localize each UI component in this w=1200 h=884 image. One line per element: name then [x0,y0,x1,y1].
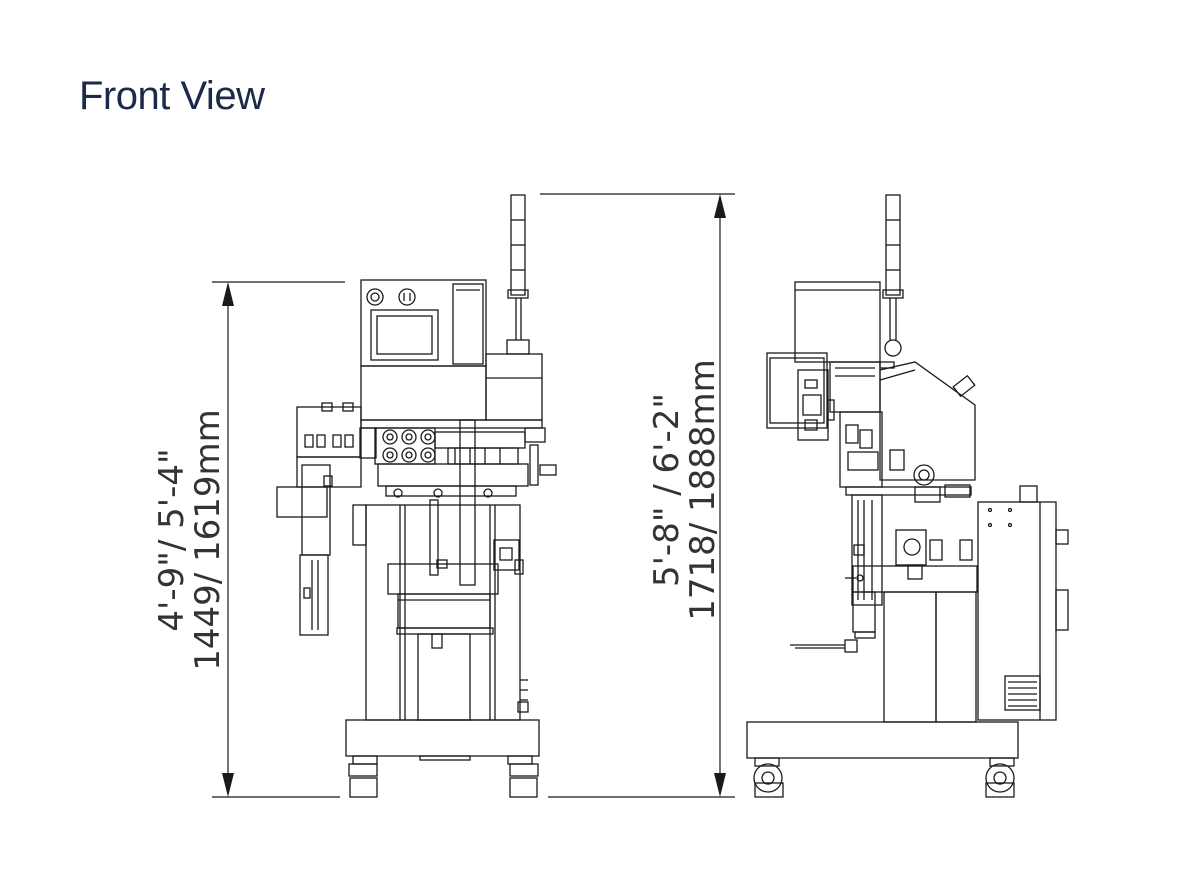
dimension-right-metric: 1718/ 1888mm [683,359,723,621]
dimension-line-left [212,281,345,798]
machine-front-elevation [276,194,557,798]
dimension-left-imperial: 4'-9"/ 5'-4" [152,448,192,631]
machine-side-elevation [746,194,1069,798]
dimension-line-right [540,193,735,798]
dimension-left-metric: 1449/ 1619mm [188,409,228,671]
page-title: Front View [79,74,265,118]
dimension-right-imperial: 5'-8" / 6'-2" [647,393,687,587]
